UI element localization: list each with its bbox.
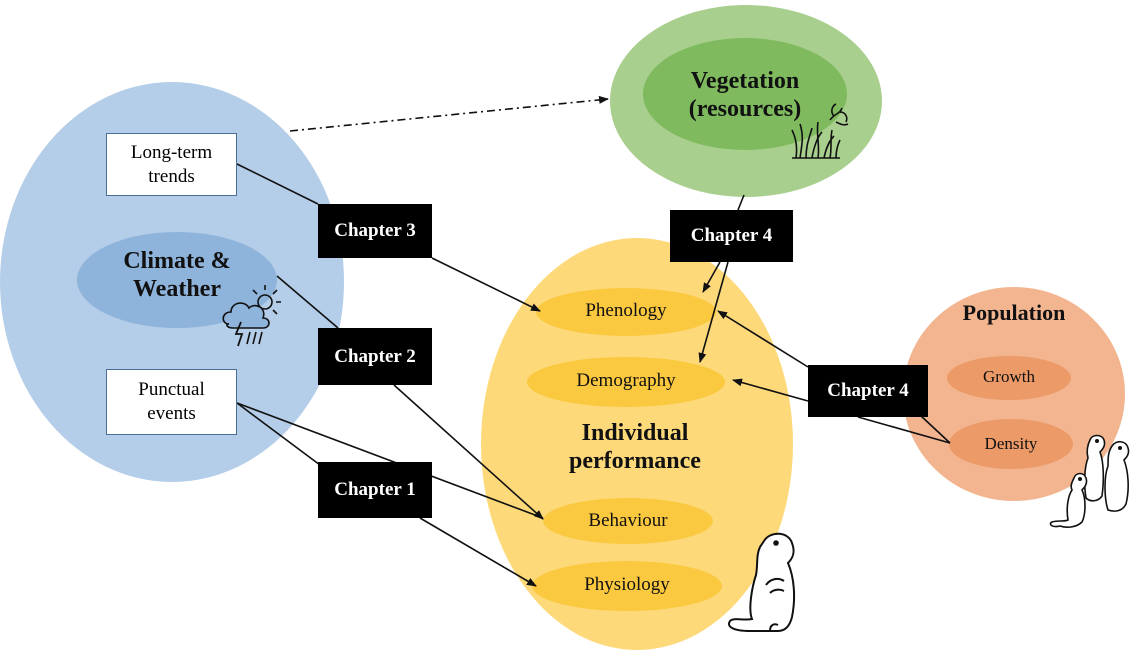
demography-ellipse [527, 357, 725, 407]
vegetation-title-line2: (resources) [688, 95, 802, 122]
behaviour-label: Behaviour [588, 510, 668, 531]
arrow-ch4-phenology [702, 261, 721, 293]
demography-label: Demography [576, 370, 676, 391]
line-climate-ch2 [276, 275, 339, 329]
individual-title-line1: Individual [581, 420, 689, 446]
punctual-events-line2: events [147, 403, 196, 424]
behaviour-ellipse [543, 498, 713, 544]
long-term-trends-box: Long-term trends [106, 133, 237, 196]
grass-icon [791, 103, 849, 159]
climate-title-line1: Climate & [123, 248, 231, 274]
line-punctual-ch1a [236, 402, 321, 466]
arrow-ch4-pop-phenology [717, 310, 809, 368]
physiology-ellipse [532, 561, 722, 611]
chapter-2-box: Chapter 2 [318, 328, 432, 385]
marmot-group-icon [1049, 434, 1130, 528]
density-label: Density [984, 434, 1038, 453]
marmot-icon [728, 532, 796, 632]
punctual-events-line1: Punctual [138, 379, 205, 401]
climate-title-line2: Weather [133, 275, 221, 302]
climate-title: Climate & Weather [102, 248, 252, 303]
phenology-ellipse [536, 288, 716, 336]
vegetation-title-line1: Vegetation [690, 68, 800, 94]
long-term-trends-line2: trends [148, 165, 195, 187]
individual-title: Individual performance [550, 420, 720, 475]
dashdot-climate-vegetation [289, 95, 609, 132]
arrow-ch2-behaviour [393, 384, 544, 520]
line-density-ch4b [857, 416, 951, 444]
physiology-label: Physiology [584, 574, 670, 595]
line-punctual-ch1b [236, 402, 544, 519]
chapter-4-population-box: Chapter 4 [808, 365, 928, 417]
arrow-ch1-physiology [419, 517, 537, 587]
line-density-ch4a [919, 414, 951, 444]
vegetation-core-ellipse [643, 38, 847, 150]
individual-ellipse [481, 238, 793, 650]
arrow-ch3-phenology [431, 257, 541, 312]
individual-title-line2: performance [569, 447, 701, 474]
growth-ellipse [947, 356, 1071, 400]
phenology-label: Phenology [585, 300, 667, 321]
arrow-ch4-pop-demography [732, 378, 809, 402]
line-vegetation-ch4 [737, 194, 745, 211]
climate-core-ellipse [77, 232, 277, 328]
chapter-4-vegetation-box: Chapter 4 [670, 210, 793, 262]
population-title: Population [962, 300, 1066, 325]
storm-cloud-icon [222, 285, 281, 347]
density-ellipse [949, 419, 1073, 469]
arrow-ch4-demography [698, 261, 729, 363]
long-term-trends-line1: Long-term [130, 141, 213, 163]
growth-label: Growth [983, 367, 1035, 386]
vegetation-title: Vegetation (resources) [660, 68, 830, 123]
chapter-1-box: Chapter 1 [318, 462, 432, 518]
chapter-3-box: Chapter 3 [318, 204, 432, 258]
line-longterm-ch3 [236, 163, 319, 205]
punctual-events-box: Punctual events [106, 369, 237, 435]
